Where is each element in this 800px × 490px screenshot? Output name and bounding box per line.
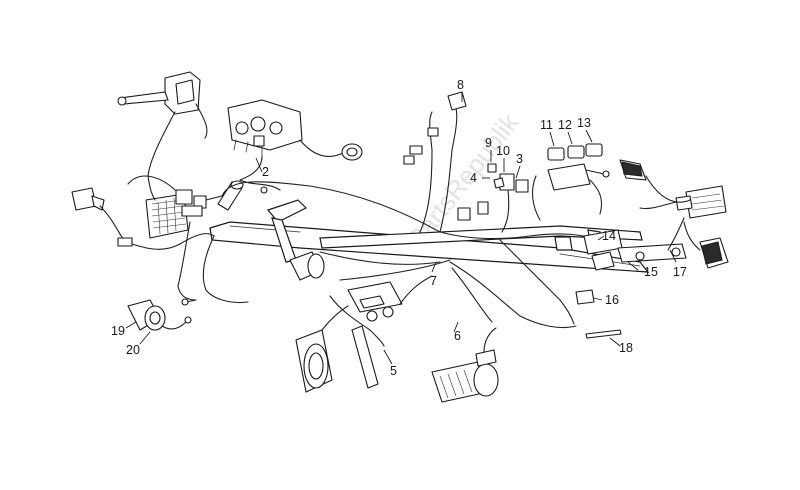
fuse-box — [531, 163, 610, 221]
callout-16: 16 — [605, 293, 619, 307]
callout-19: 19 — [111, 324, 125, 338]
tail-light — [639, 185, 727, 251]
ignition-switch — [299, 139, 363, 161]
callout-labels: 2 8 9 10 3 4 11 12 13 14 15 16 17 18 19 … — [111, 78, 687, 378]
rear-turn-signal-upper — [619, 159, 691, 203]
voltage-regulator — [295, 305, 349, 393]
callout-14: 14 — [602, 229, 616, 243]
instrument-cluster — [227, 99, 303, 181]
callout-5: 5 — [390, 364, 397, 378]
left-turn-signal — [71, 187, 181, 250]
left-handlebar-switch — [117, 71, 208, 177]
battery-box — [347, 281, 403, 322]
callout-18: 18 — [619, 341, 633, 355]
headlight-connector-block — [175, 189, 223, 217]
callout-12: 12 — [558, 118, 572, 132]
lever-bar — [351, 325, 379, 389]
callout-9: 9 — [485, 136, 492, 150]
callout-2: 2 — [262, 165, 269, 179]
callout-20: 20 — [126, 343, 140, 357]
relay-cluster-center — [487, 163, 529, 233]
frame-column — [266, 199, 308, 263]
rear-bracket — [617, 243, 687, 263]
starter-motor — [431, 327, 499, 403]
rear-turn-signal-lower — [683, 221, 729, 269]
callout-8: 8 — [457, 78, 464, 92]
horn — [127, 299, 192, 331]
headlight — [127, 175, 189, 239]
callout-10: 10 — [496, 144, 510, 158]
callout-17: 17 — [673, 265, 687, 279]
callout-6: 6 — [454, 329, 461, 343]
relays-11-13 — [547, 143, 603, 161]
callout-3: 3 — [516, 152, 523, 166]
callout-11: 11 — [540, 118, 553, 132]
callout-4: 4 — [470, 171, 477, 185]
rod-18 — [585, 329, 622, 339]
left-harness — [147, 175, 311, 306]
callout-15: 15 — [644, 265, 658, 279]
sensor-16 — [575, 289, 595, 305]
upper-harness-connectors — [403, 91, 489, 221]
rear-light-cylinder — [289, 251, 325, 281]
callout-13: 13 — [577, 116, 591, 130]
leader-lines — [125, 92, 677, 365]
central-harness — [309, 149, 601, 347]
callout-7: 7 — [430, 274, 437, 288]
